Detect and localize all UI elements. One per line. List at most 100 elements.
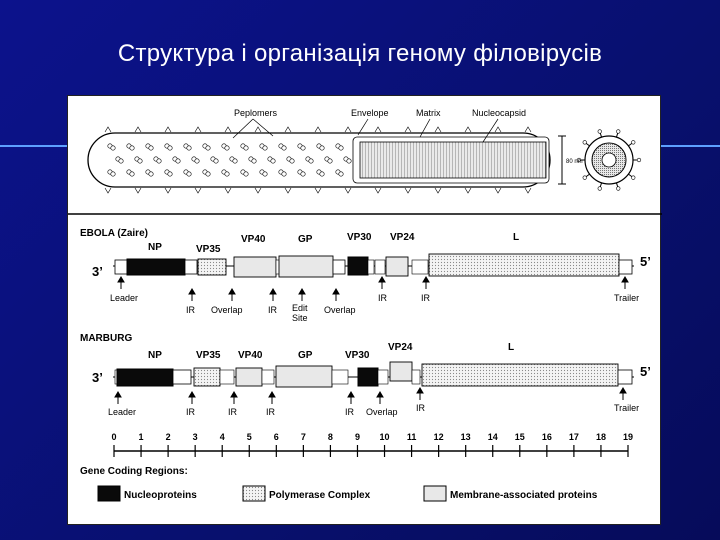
peplomer [107, 143, 116, 151]
peplomer [202, 169, 211, 177]
peplomer [145, 169, 154, 177]
peplomer-spike [524, 187, 532, 194]
peplomer [286, 156, 295, 164]
peplomer-spike [224, 126, 232, 133]
scale-tick-label: 18 [596, 432, 606, 442]
peplomer-spike [344, 187, 352, 194]
ebola-trailer-label: Trailer [614, 293, 639, 303]
marburg-leader-label: Leader [108, 407, 136, 417]
ebola-3prime: 3’ [92, 264, 103, 279]
label-nucleocapsid: Nucleocapsid [472, 108, 526, 118]
marburg-gp-gene [275, 365, 333, 388]
scale-tick-label: 11 [407, 432, 417, 442]
peplomer [343, 156, 352, 164]
peplomer [259, 169, 268, 177]
scale-tick-label: 0 [111, 432, 116, 442]
ebola-np-gene [126, 258, 186, 276]
cross-section-spikes [576, 129, 642, 191]
scale-tick-label: 5 [247, 432, 252, 442]
label-envelope: Envelope [351, 108, 389, 118]
marburg-3prime: 3’ [92, 370, 103, 385]
ebola-vp35-label: VP35 [196, 244, 221, 255]
peplomer-spike [104, 187, 112, 194]
peplomer-spike [494, 126, 502, 133]
ebola-ir4-label: IR [421, 293, 431, 303]
peplomer [126, 143, 135, 151]
peplomer [115, 156, 124, 164]
peplomer [305, 156, 314, 164]
scale-tick-label: 17 [569, 432, 579, 442]
peplomer [153, 156, 162, 164]
peplomer-spike [434, 187, 442, 194]
peplomer-spike [464, 126, 472, 133]
label-matrix: Matrix [416, 108, 441, 118]
peplomer-spike [134, 126, 142, 133]
scale-tick-label: 19 [623, 432, 633, 442]
peplomer [134, 156, 143, 164]
peplomer-spike [434, 126, 442, 133]
peplomer [202, 143, 211, 151]
marburg-5prime: 5’ [640, 364, 651, 379]
genome-figure: 80 nm Peplomers Envelope Matrix Nucleoca… [67, 95, 662, 525]
ebola-np-label: NP [148, 242, 162, 253]
ebola-ir1-label: IR [186, 305, 196, 315]
marburg-vp24-gene [389, 361, 413, 382]
peplomer [221, 169, 230, 177]
scale-tick-label: 12 [434, 432, 444, 442]
marburg-vp35-label: VP35 [196, 350, 221, 361]
accent-line-left [0, 145, 68, 147]
ebola-gp-gene [278, 255, 334, 278]
peplomer-spike [104, 126, 112, 133]
peplomer [164, 143, 173, 151]
peplomer [278, 169, 287, 177]
legend-nucleoproteins: Nucleoproteins [124, 490, 197, 501]
marburg-ir1-label: IR [186, 407, 196, 417]
ebola-vp30-gene [347, 256, 369, 276]
peplomer-spike [194, 126, 202, 133]
ebola-l-gene [428, 253, 620, 277]
virion-panel: 80 nm Peplomers Envelope Matrix Nucleoca… [68, 108, 662, 215]
peplomer [221, 143, 230, 151]
peplomer [210, 156, 219, 164]
peplomer [297, 169, 306, 177]
cross-section-spike-head [631, 140, 636, 145]
peplomer [172, 156, 181, 164]
peplomer [259, 143, 268, 151]
scale-tick-label: 4 [220, 432, 225, 442]
scale-tick-label: 8 [328, 432, 333, 442]
peplomers [104, 126, 532, 194]
peplomer [145, 143, 154, 151]
peplomer [248, 156, 257, 164]
marburg-np-gene [116, 368, 174, 387]
peplomer [297, 143, 306, 151]
scale-tick-label: 15 [515, 432, 525, 442]
ebola-vp24-gene [385, 256, 409, 277]
cross-section-spike-head [582, 175, 587, 180]
peplomer-spike [314, 126, 322, 133]
ebola-vp24-label: VP24 [390, 232, 415, 243]
marburg-ir4-label: IR [345, 407, 355, 417]
peplomer-spike [254, 126, 262, 133]
ebola-ir2-label: IR [268, 305, 278, 315]
marburg-title: MARBURG [80, 333, 132, 344]
legend-title: Gene Coding Regions: [80, 466, 188, 477]
marburg-trailer-label: Trailer [614, 403, 639, 413]
scale-tick-label: 1 [139, 432, 144, 442]
peplomer-spike [254, 187, 262, 194]
peplomer-spike [524, 126, 532, 133]
marburg-vp24-label: VP24 [388, 342, 413, 353]
peplomer-spike [224, 187, 232, 194]
ebola-edit-label: Edit [292, 303, 308, 313]
peplomer [324, 156, 333, 164]
ebola-l-label: L [513, 232, 519, 243]
marburg-gp-label: GP [298, 350, 313, 361]
peplomer-spike [374, 126, 382, 133]
peplomer-spike [164, 187, 172, 194]
peplomer [316, 169, 325, 177]
peplomer [335, 169, 344, 177]
cross-section-spike-head [582, 140, 587, 145]
marburg-ir3-label: IR [266, 407, 276, 417]
peplomer [126, 169, 135, 177]
peplomer [183, 169, 192, 177]
